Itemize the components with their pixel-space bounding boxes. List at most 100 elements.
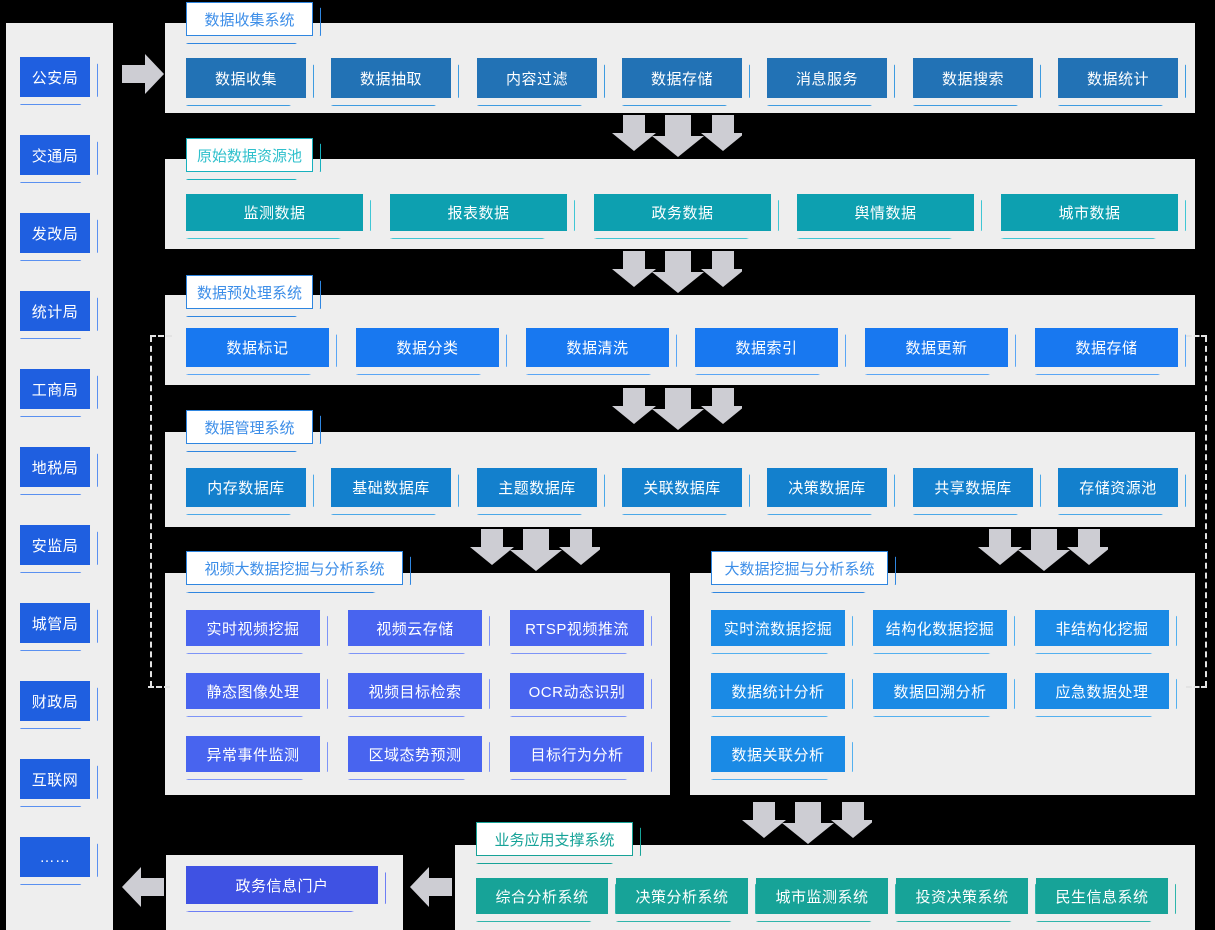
node-management-3[interactable]: 关联数据库 <box>622 468 750 515</box>
node-collection-0[interactable]: 数据收集 <box>186 58 314 106</box>
node-rawpool-4[interactable]: 城市数据 <box>1001 194 1186 239</box>
tab-collection-system[interactable]: 数据收集系统 <box>186 2 321 44</box>
box-side-face <box>89 837 98 877</box>
node-management-1[interactable]: 基础数据库 <box>331 468 459 515</box>
sidebar-item-3[interactable]: 统计局 <box>20 291 98 339</box>
box-bottom-face <box>348 708 482 717</box>
box-label: 存储资源池 <box>1058 468 1178 507</box>
node-collection-2[interactable]: 内容过滤 <box>477 58 605 106</box>
node-rawpool-2[interactable]: 政务数据 <box>594 194 779 239</box>
box-side-face <box>1006 673 1015 709</box>
box-label: 异常事件监测 <box>186 736 320 772</box>
tab-business-support-system[interactable]: 业务应用支撑系统 <box>476 822 641 864</box>
node-management-2[interactable]: 主题数据库 <box>477 468 605 515</box>
node-preprocess-5[interactable]: 数据存储 <box>1035 328 1186 375</box>
node-video-mining-2[interactable]: RTSP视频推流 <box>510 610 652 654</box>
node-rawpool-1[interactable]: 报表数据 <box>390 194 575 239</box>
box-side-face <box>89 525 98 565</box>
node-bigdata-mining-1[interactable]: 结构化数据挖掘 <box>873 610 1015 654</box>
box-label: 数据收集 <box>186 58 306 98</box>
box-bottom-face <box>356 366 499 375</box>
box-side-face <box>837 328 846 367</box>
tab-bigdata-mining-system[interactable]: 大数据挖掘与分析系统 <box>711 551 896 593</box>
node-preprocess-1[interactable]: 数据分类 <box>356 328 507 375</box>
sidebar-item-6[interactable]: 安监局 <box>20 525 98 573</box>
sidebar-item-1[interactable]: 交通局 <box>20 135 98 183</box>
node-collection-5[interactable]: 数据搜索 <box>913 58 1041 106</box>
tab-label: 数据收集系统 <box>186 2 313 36</box>
node-management-0[interactable]: 内存数据库 <box>186 468 314 515</box>
sidebar-item-8[interactable]: 财政局 <box>20 681 98 729</box>
box-bottom-face <box>186 708 320 717</box>
node-video-mining-8[interactable]: 目标行为分析 <box>510 736 652 780</box>
box-bottom-face <box>873 645 1007 654</box>
node-business-support-2[interactable]: 城市监测系统 <box>756 878 896 922</box>
box-label: 工商局 <box>20 369 90 409</box>
sidebar-item-4[interactable]: 工商局 <box>20 369 98 417</box>
node-rawpool-0[interactable]: 监测数据 <box>186 194 371 239</box>
tab-raw-pool[interactable]: 原始数据资源池 <box>186 138 321 180</box>
node-collection-6[interactable]: 数据统计 <box>1058 58 1186 106</box>
node-video-mining-1[interactable]: 视频云存储 <box>348 610 490 654</box>
node-preprocess-4[interactable]: 数据更新 <box>865 328 1016 375</box>
box-label: 决策分析系统 <box>616 878 748 914</box>
node-bigdata-mining-6[interactable]: 数据关联分析 <box>711 736 853 780</box>
node-collection-4[interactable]: 消息服务 <box>767 58 895 106</box>
node-collection-1[interactable]: 数据抽取 <box>331 58 459 106</box>
node-bigdata-mining-2[interactable]: 非结构化挖掘 <box>1035 610 1177 654</box>
node-business-support-4[interactable]: 民生信息系统 <box>1036 878 1176 922</box>
node-video-mining-3[interactable]: 静态图像处理 <box>186 673 328 717</box>
node-portal-0[interactable]: 政务信息门户 <box>186 866 386 912</box>
sidebar-item-2[interactable]: 发改局 <box>20 213 98 261</box>
node-video-mining-0[interactable]: 实时视频挖掘 <box>186 610 328 654</box>
node-bigdata-mining-0[interactable]: 实时流数据挖掘 <box>711 610 853 654</box>
node-business-support-1[interactable]: 决策分析系统 <box>616 878 756 922</box>
sidebar-item-0[interactable]: 公安局 <box>20 57 98 105</box>
box-label: RTSP视频推流 <box>510 610 644 646</box>
box-side-face <box>305 58 314 98</box>
tab-management-system[interactable]: 数据管理系统 <box>186 410 321 452</box>
arrow-down-group-3 <box>612 388 742 430</box>
arrow-left-portal <box>122 867 164 907</box>
node-business-support-0[interactable]: 综合分析系统 <box>476 878 616 922</box>
box-bottom-face <box>186 230 363 239</box>
box-side-face <box>498 328 507 367</box>
node-management-6[interactable]: 存储资源池 <box>1058 468 1186 515</box>
node-business-support-3[interactable]: 投资决策系统 <box>896 878 1036 922</box>
box-label: 统计局 <box>20 291 90 331</box>
node-bigdata-mining-4[interactable]: 数据回溯分析 <box>873 673 1015 717</box>
sidebar-item-7[interactable]: 城管局 <box>20 603 98 651</box>
node-bigdata-mining-5[interactable]: 应急数据处理 <box>1035 673 1177 717</box>
node-preprocess-3[interactable]: 数据索引 <box>695 328 846 375</box>
node-management-4[interactable]: 决策数据库 <box>767 468 895 515</box>
node-video-mining-5[interactable]: OCR动态识别 <box>510 673 652 717</box>
tab-video-mining-system[interactable]: 视频大数据挖掘与分析系统 <box>186 551 411 593</box>
node-preprocess-2[interactable]: 数据清洗 <box>526 328 677 375</box>
box-side-face <box>89 213 98 253</box>
box-bottom-face <box>767 506 887 515</box>
arrow-down-group-bigdata <box>978 529 1108 571</box>
node-video-mining-7[interactable]: 区域态势预测 <box>348 736 490 780</box>
box-bottom-face <box>186 506 306 515</box>
dashed-connector-left-bottom <box>148 686 170 688</box>
box-side-face <box>1168 610 1177 646</box>
tab-preprocess-system[interactable]: 数据预处理系统 <box>186 275 321 317</box>
sidebar-item-9[interactable]: 互联网 <box>20 759 98 807</box>
node-video-mining-4[interactable]: 视频目标检索 <box>348 673 490 717</box>
box-label: 综合分析系统 <box>476 878 608 914</box>
box-side-face <box>1177 58 1186 98</box>
box-label: 政务信息门户 <box>186 866 378 904</box>
box-label: 安监局 <box>20 525 90 565</box>
box-side-face <box>89 135 98 175</box>
node-collection-3[interactable]: 数据存储 <box>622 58 750 106</box>
node-preprocess-0[interactable]: 数据标记 <box>186 328 337 375</box>
sidebar-item-10[interactable]: …… <box>20 837 98 885</box>
box-side-face <box>1177 468 1186 507</box>
node-management-5[interactable]: 共享数据库 <box>913 468 1041 515</box>
sidebar-item-5[interactable]: 地税局 <box>20 447 98 495</box>
node-video-mining-6[interactable]: 异常事件监测 <box>186 736 328 780</box>
node-rawpool-3[interactable]: 舆情数据 <box>797 194 982 239</box>
box-label: 监测数据 <box>186 194 363 231</box>
box-side-face <box>89 603 98 643</box>
node-bigdata-mining-3[interactable]: 数据统计分析 <box>711 673 853 717</box>
